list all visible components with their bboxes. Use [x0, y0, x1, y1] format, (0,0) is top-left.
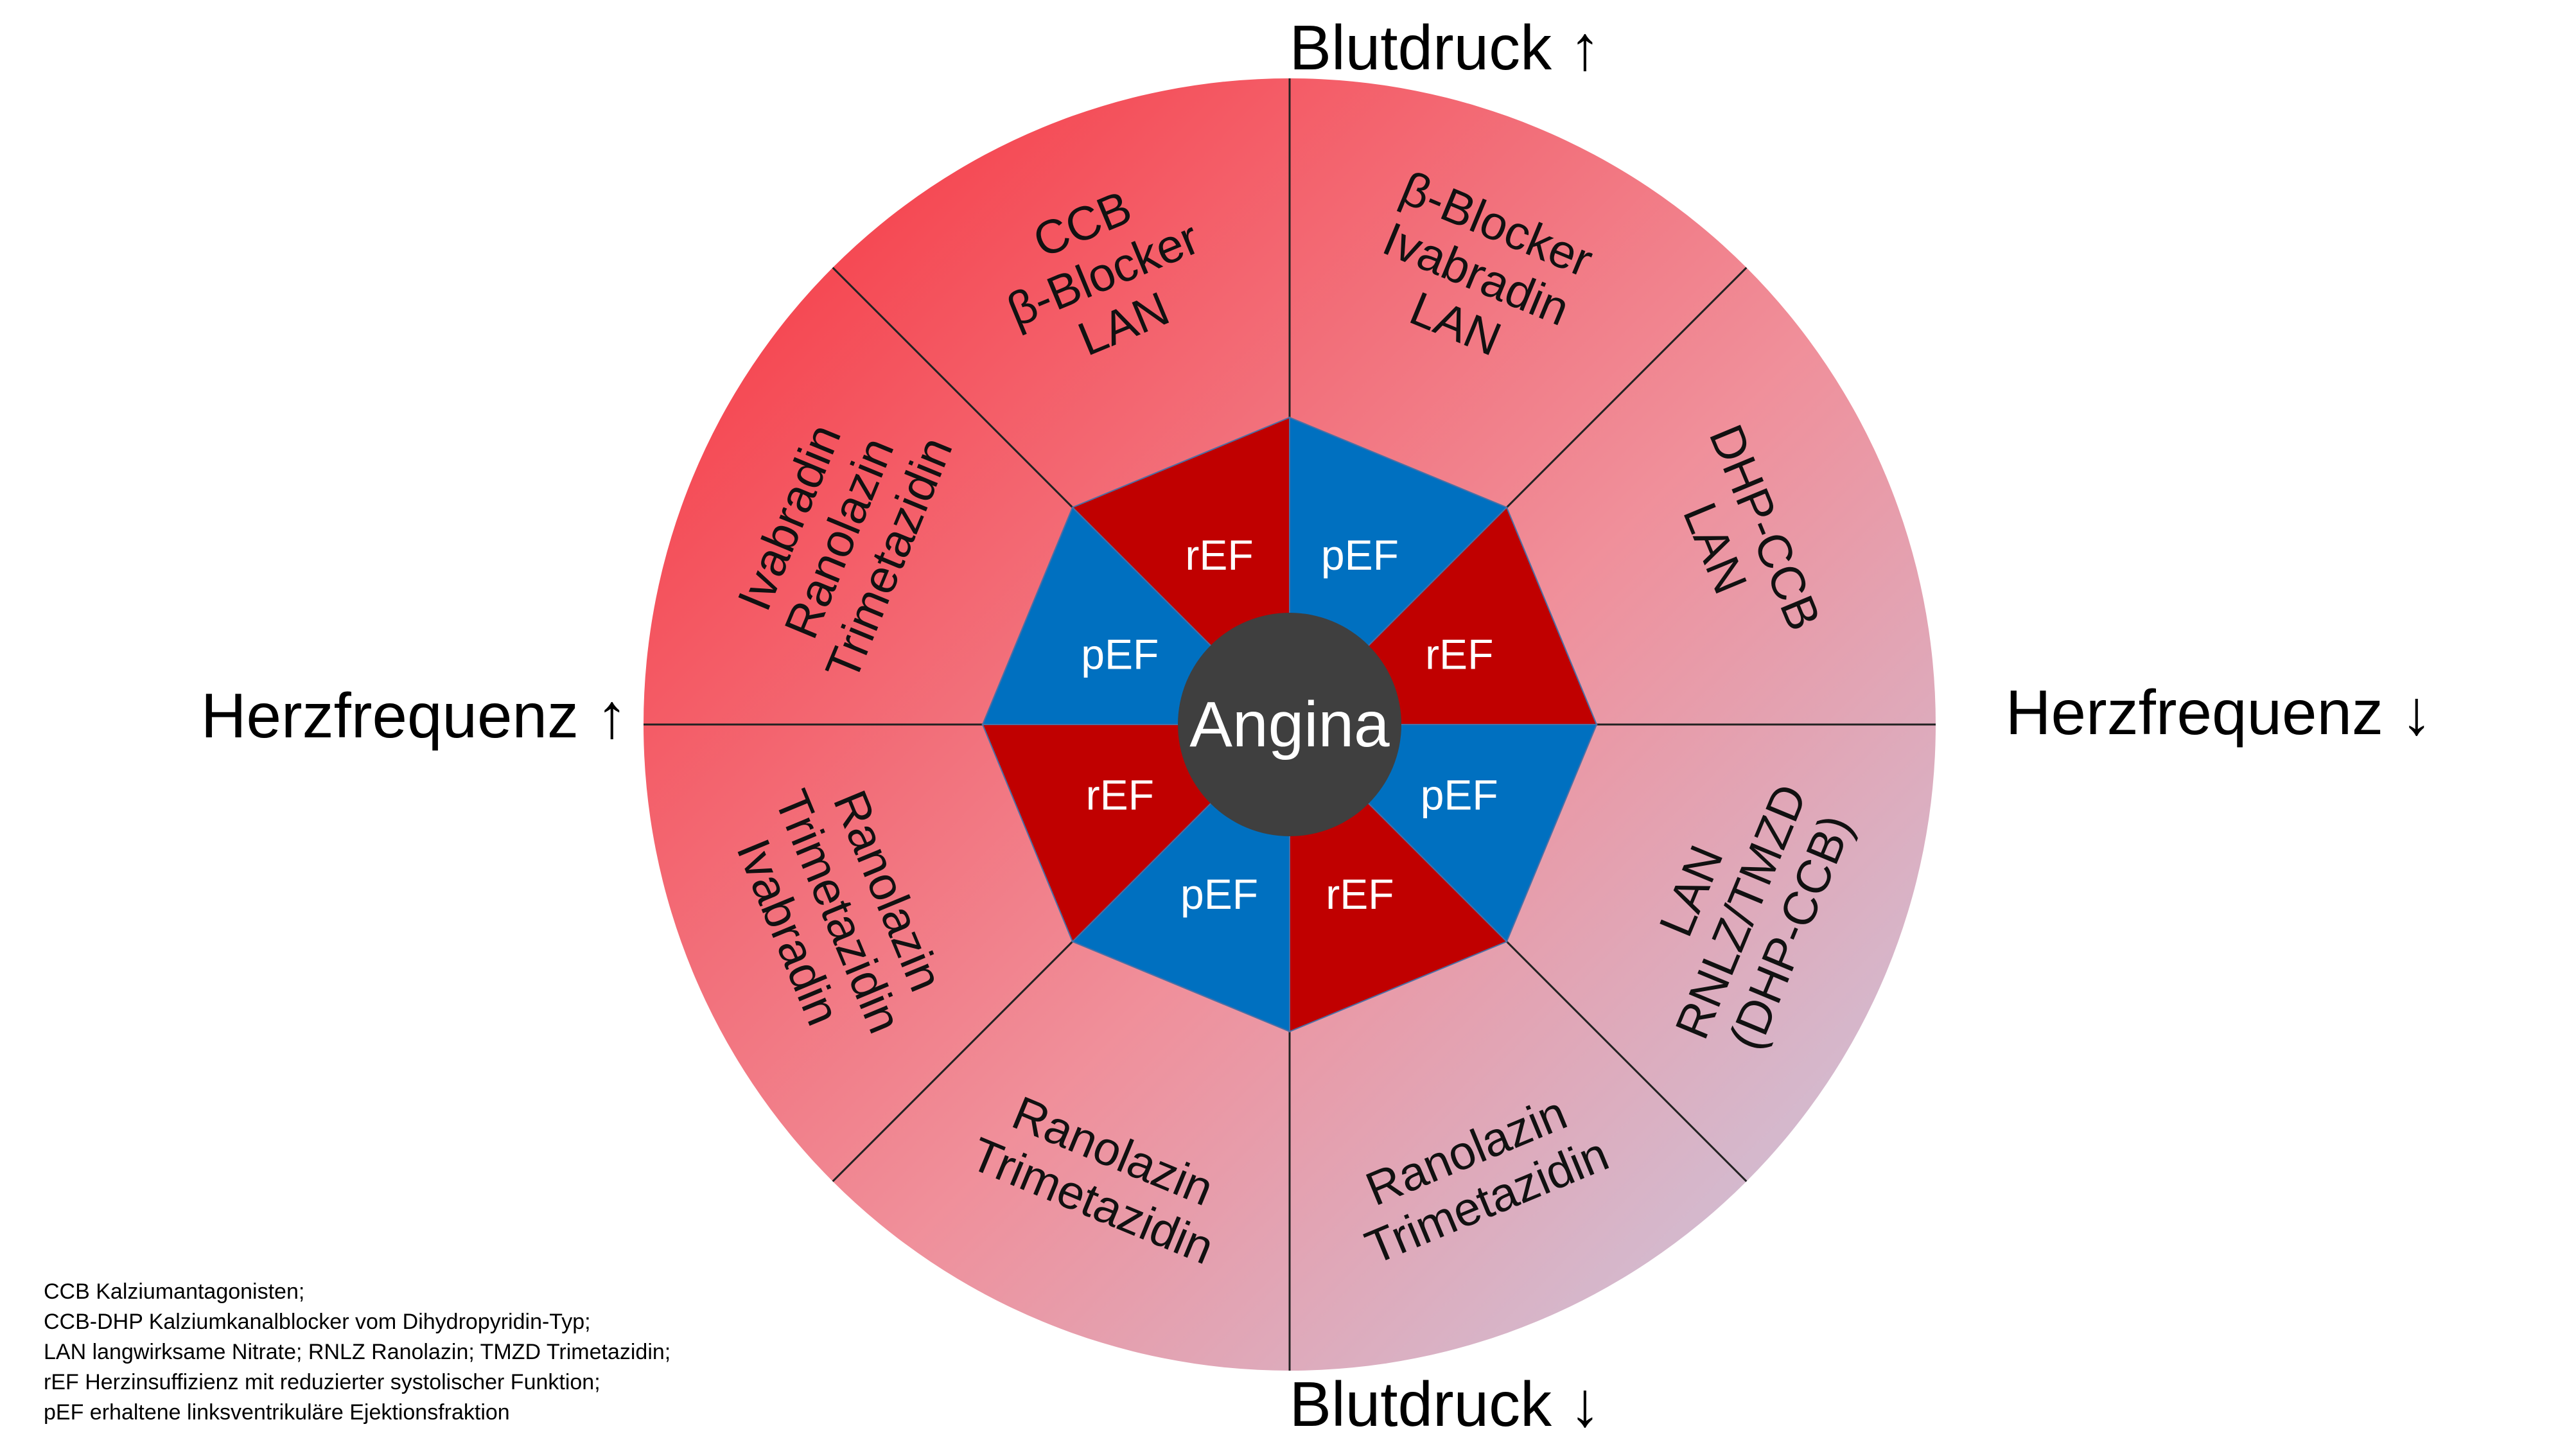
- divider-line: [1505, 940, 1748, 1182]
- center-circle: [1178, 613, 1401, 836]
- axis-label-top: Blutdruck ↑: [1290, 12, 1601, 83]
- axis-label-left: Herzfrequenz ↑: [201, 680, 628, 751]
- ref-label: rEF: [1326, 870, 1394, 918]
- ref-label: rEF: [1086, 771, 1154, 818]
- legend-line: rEF Herzinsuffizienz mit reduzierter sys…: [44, 1370, 600, 1394]
- legend-line: CCB-DHP Kalziumkanalblocker vom Dihydrop…: [44, 1310, 591, 1334]
- pef-label: pEF: [1081, 631, 1159, 678]
- abbreviation-legend: CCB Kalziumantagonisten; CCB-DHP Kalzium…: [44, 1277, 879, 1428]
- divider-line: [832, 940, 1074, 1182]
- axis-label-bottom: Blutdruck ↓: [1290, 1369, 1601, 1439]
- divider-line: [1505, 267, 1748, 509]
- ref-label: rEF: [1425, 631, 1493, 678]
- pef-label: pEF: [1421, 771, 1498, 818]
- legend-line: pEF erhaltene linksventrikuläre Ejektion…: [44, 1400, 510, 1425]
- legend-line: CCB Kalziumantagonisten;: [44, 1279, 305, 1304]
- center-label: Angina: [1189, 689, 1390, 760]
- ref-label: rEF: [1185, 531, 1253, 579]
- legend-line: LAN langwirksame Nitrate; RNLZ Ranolazin…: [44, 1340, 671, 1364]
- divider-line: [832, 267, 1074, 509]
- segment-dividers: [644, 78, 1936, 1371]
- pef-label: pEF: [1321, 531, 1399, 579]
- axis-label-right: Herzfrequenz ↓: [2006, 677, 2433, 748]
- pef-label: pEF: [1180, 870, 1258, 918]
